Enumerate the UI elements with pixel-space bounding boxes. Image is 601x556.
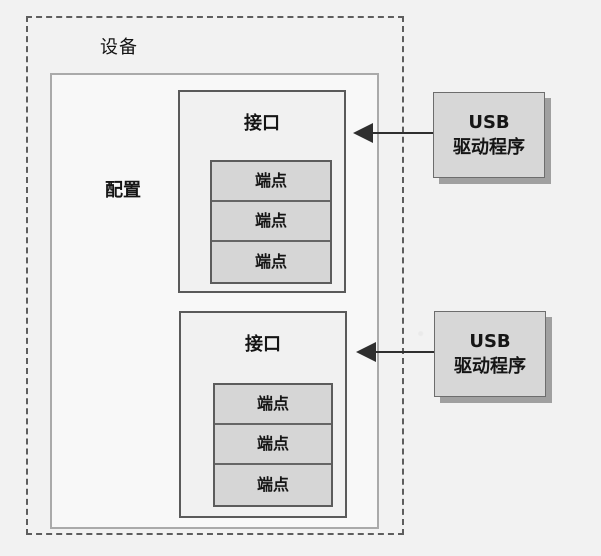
device-label: 设备 [100,37,138,58]
interface-label-1: 接口 [244,113,280,134]
usb-driver-label-2: USB [469,331,511,352]
endpoint-1-3: 端点 [212,242,330,282]
device-box [26,16,404,535]
usb-driver-label-1: USB [468,112,510,133]
usb-driver-box-1: USB 驱动程序 [433,92,545,178]
configuration-label: 配置 [105,180,141,201]
usb-driver-box-2: USB 驱动程序 [434,311,546,397]
interface-box-2: 接口 端点 端点 端点 [179,311,347,518]
endpoint-2-3: 端点 [215,465,331,505]
endpoint-1-1: 端点 [212,162,330,202]
usb-driver-sublabel-1: 驱动程序 [453,137,525,158]
interface-label-2: 接口 [245,334,281,355]
usb-driver-sublabel-2: 驱动程序 [454,356,526,377]
endpoint-2-1: 端点 [215,385,331,425]
endpoint-2-2: 端点 [215,425,331,465]
endpoint-1-2: 端点 [212,202,330,242]
endpoint-stack-1: 端点 端点 端点 [210,160,332,284]
endpoint-stack-2: 端点 端点 端点 [213,383,333,507]
interface-box-1: 接口 端点 端点 端点 [178,90,346,293]
